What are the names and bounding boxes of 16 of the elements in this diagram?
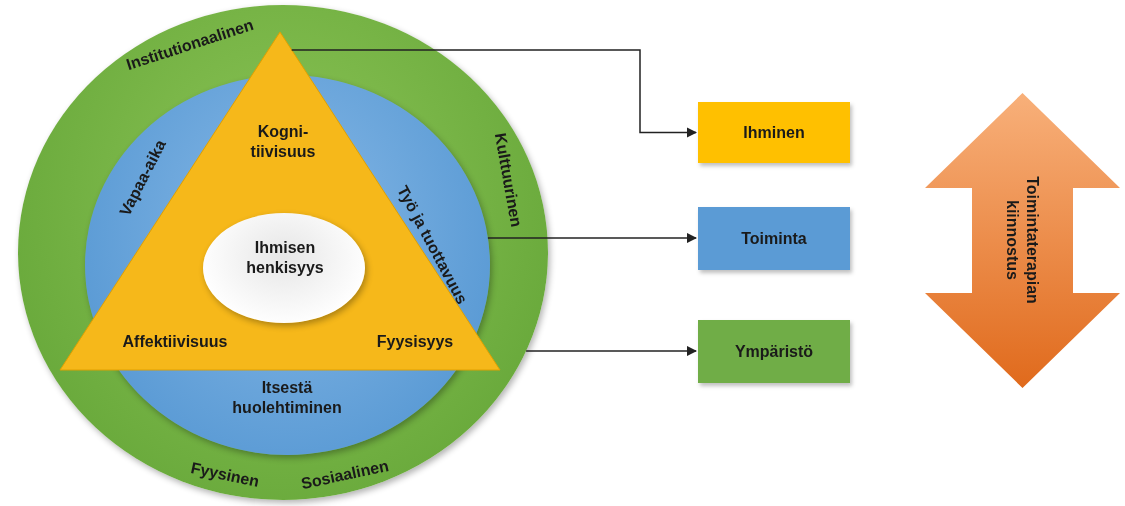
category-box: Toiminta xyxy=(698,207,850,270)
double-arrow xyxy=(925,93,1120,388)
arrow xyxy=(290,49,698,138)
triangle-label: Affektiivisuus xyxy=(121,332,229,352)
ring-label: Sosiaalinen xyxy=(298,455,392,495)
category-box: Ihminen xyxy=(698,102,850,163)
circle-label: Ihmisen henkisyys xyxy=(245,238,325,278)
triangle-label: Fyysisyys xyxy=(375,332,455,352)
arrow xyxy=(487,232,698,244)
category-box: Ympäristö xyxy=(698,320,850,383)
ring-label: Itsestä huolehtiminen xyxy=(231,378,343,418)
triangle-label: Kogni- tiivisuus xyxy=(249,122,317,162)
ring-label: Fyysinen xyxy=(188,458,262,493)
arrow-label: Toimintaterapian kiinnostus xyxy=(1003,175,1042,306)
ring-label: Kulttuurinen xyxy=(490,130,527,231)
arrow xyxy=(525,345,698,357)
